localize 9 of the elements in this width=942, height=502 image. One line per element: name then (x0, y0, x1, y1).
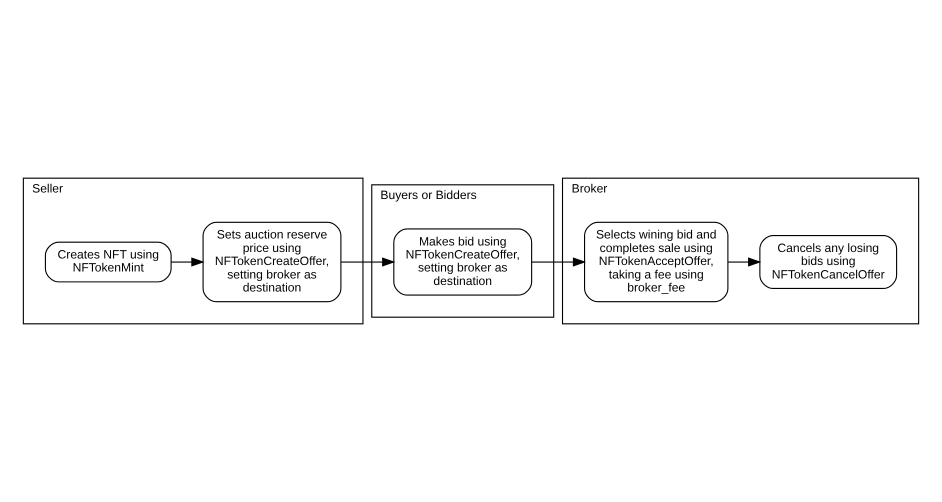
arrow (171, 257, 205, 267)
node-box: Makes bid using NFTokenCreateOffer, setting broker as destination (393, 228, 532, 296)
arrow (728, 257, 762, 267)
node-box: Cancels any losing bids using NFTokenCancelOffer (759, 235, 898, 290)
node-box: Sets auction reserve price using NFTokenCreateOffer, setting broker as destination (202, 222, 342, 302)
node-box: Creates NFT using NFTokenMint (44, 242, 172, 282)
arrow (341, 257, 396, 267)
node-box: Selects wining bid and completes sale using NFTokenAcceptOffer, taking a fee using broker_fee (584, 222, 728, 302)
arrow (532, 257, 586, 267)
